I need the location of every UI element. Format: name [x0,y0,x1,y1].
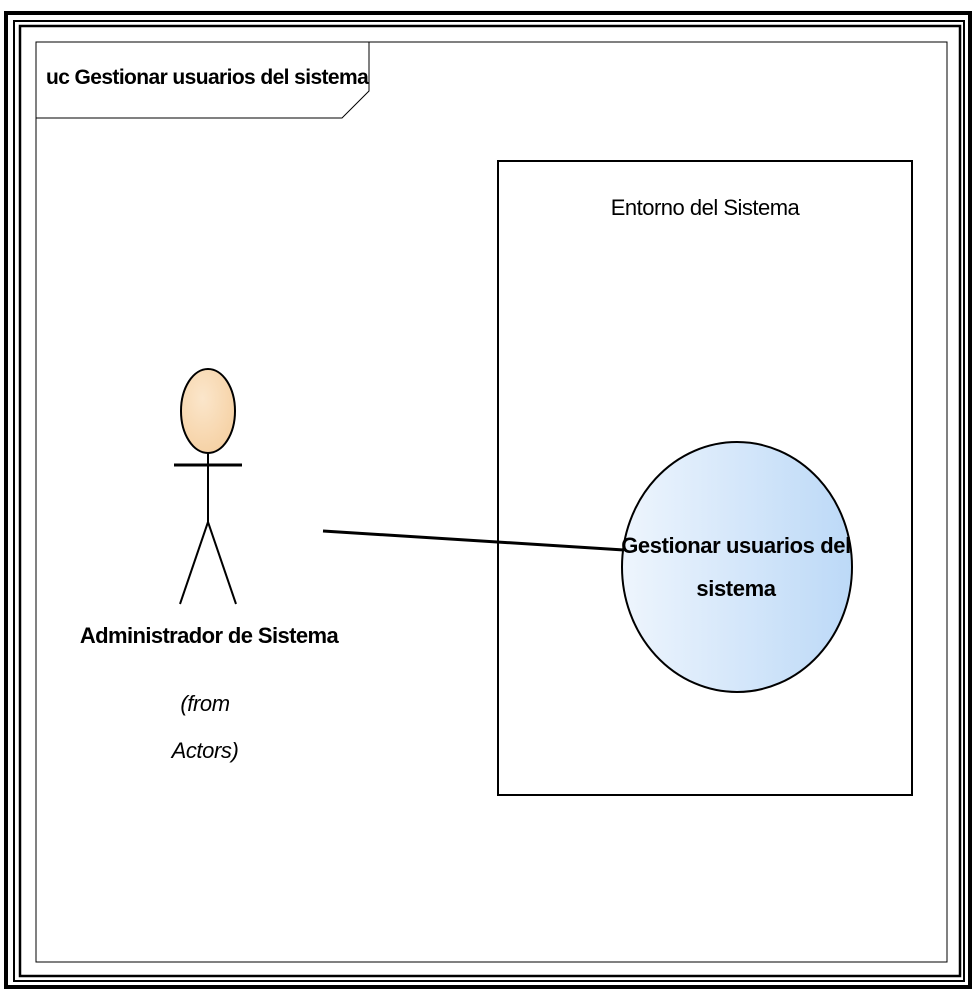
actor-administrador[interactable]: Administrador de Sistema (from Actors) [80,368,340,763]
use-case-label-line1: Gestionar usuarios del [621,533,851,558]
actor-left-leg [179,521,209,605]
actor-from-line1: (from [180,691,229,716]
association-line[interactable] [322,529,625,552]
actor-from-line2: Actors) [170,738,239,763]
actor-right-leg [207,521,237,605]
use-case-label-line2: sistema [696,576,776,601]
actor-head [180,368,236,454]
frame-title-tab: uc Gestionar usuarios del sistema [36,42,370,119]
use-case-gestionar-usuarios[interactable]: Gestionar usuarios del sistema [621,441,853,693]
diagram-frame [4,11,972,989]
system-boundary-label: Entorno del Sistema [611,195,801,220]
actor-name: Administrador de Sistema [80,623,340,648]
diagram-title: uc Gestionar usuarios del sistema [46,66,369,89]
